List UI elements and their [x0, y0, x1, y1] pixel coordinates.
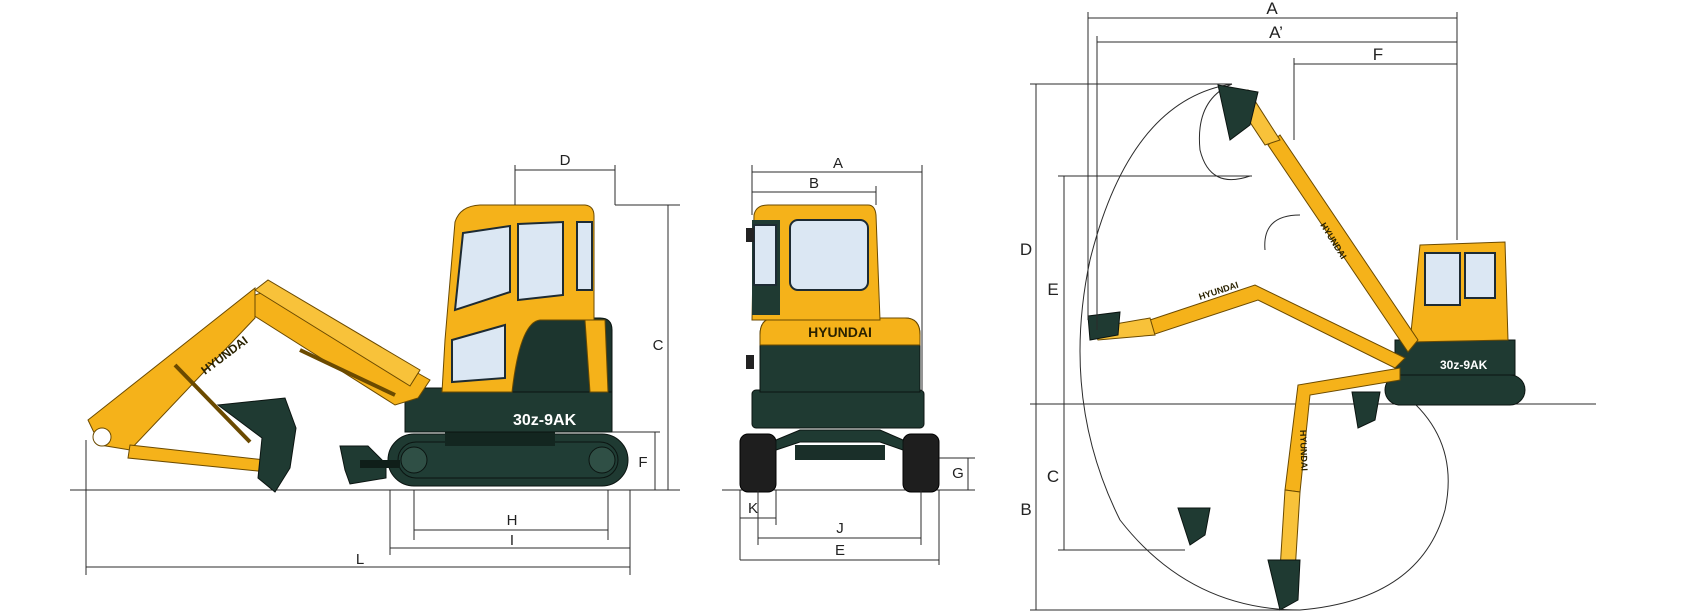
range-dozer-blade — [1351, 391, 1381, 429]
label-side-f: F — [638, 454, 647, 471]
label-side-d: D — [560, 152, 571, 169]
range-boom-high — [1267, 134, 1419, 353]
label-rear-g: G — [952, 465, 964, 482]
idler-wheel — [400, 446, 428, 474]
label-side-l: L — [356, 551, 364, 568]
cab-lower-window — [451, 323, 506, 384]
engine-cover — [499, 317, 613, 393]
side-view: 30z-9AK HYUNDAI D C F H I — [70, 152, 680, 575]
reach-envelope-inner — [1264, 214, 1301, 251]
rear-counterweight-base — [751, 389, 925, 429]
rear-yellow-band — [759, 317, 921, 346]
rear-track-right — [902, 433, 940, 493]
label-range-b: B — [1020, 500, 1031, 519]
range-bucket-high — [1217, 84, 1259, 141]
rear-brand-label: HYUNDAI — [808, 324, 872, 340]
label-range-d: D — [1020, 240, 1032, 259]
label-rear-a: A — [833, 155, 843, 172]
label-range-a-prime: A’ — [1269, 23, 1283, 42]
cab-rear-window — [576, 221, 593, 291]
rear-window — [789, 219, 869, 291]
range-cab-window-2 — [1464, 252, 1496, 299]
rear-axle-frame — [795, 445, 885, 460]
label-range-a: A — [1266, 0, 1278, 18]
arm — [87, 286, 256, 451]
arm-pivot — [92, 427, 112, 447]
label-range-c: C — [1047, 467, 1059, 486]
side-track — [387, 432, 629, 487]
boom-upper — [254, 279, 421, 387]
range-bucket-low — [1267, 559, 1301, 611]
boom-lower — [244, 289, 431, 406]
rear-undercarriage — [775, 429, 904, 451]
sprocket-wheel — [588, 446, 616, 474]
rear-view: HYUNDAI A B G K J E — [722, 155, 975, 565]
bucket-cylinder — [173, 363, 252, 444]
label-rear-e: E — [835, 542, 845, 559]
track-frame — [445, 432, 555, 446]
blade-arm — [360, 460, 400, 468]
reach-envelope-top — [1198, 83, 1251, 181]
range-bucket-floor — [1177, 507, 1211, 546]
label-range-f: F — [1373, 45, 1383, 64]
label-side-c: C — [653, 337, 664, 354]
rear-mirror-bottom — [746, 355, 754, 369]
label-rear-b: B — [809, 175, 819, 192]
reach-envelope — [1079, 83, 1449, 611]
rear-mirror-top — [746, 228, 754, 242]
working-range-view: 30z-9AK HYUNDAI HYUNDAI HYUNDAI A A’ F — [1020, 0, 1596, 611]
range-cab-window-1 — [1424, 252, 1461, 306]
track-inner — [397, 441, 619, 479]
upper-frame — [404, 387, 613, 433]
label-rear-j: J — [836, 520, 844, 537]
range-upper-frame — [1394, 339, 1516, 376]
label-range-e: E — [1047, 280, 1058, 299]
range-bucket-mid — [1087, 311, 1121, 341]
cab-side-window — [517, 220, 564, 302]
rear-panel — [584, 319, 609, 393]
side-model-label: 30z-9AK — [513, 412, 577, 429]
range-boom-mid — [1149, 284, 1406, 369]
rear-side-window — [753, 224, 777, 286]
boom-cylinder — [299, 348, 396, 397]
bucket-link — [127, 444, 269, 473]
label-rear-k: K — [748, 500, 758, 517]
label-side-h: H — [507, 512, 518, 529]
cab-front-window — [453, 224, 511, 312]
range-brand-low: HYUNDAI — [1298, 430, 1309, 471]
range-track — [1384, 374, 1526, 406]
bucket — [216, 397, 297, 493]
label-side-i: I — [510, 532, 514, 549]
rear-track-left — [739, 433, 777, 493]
range-model-label: 30z-9AK — [1440, 358, 1488, 372]
